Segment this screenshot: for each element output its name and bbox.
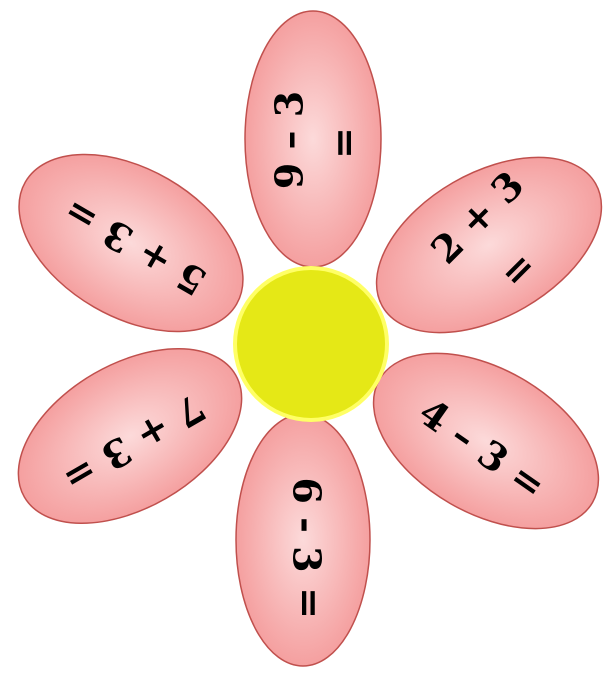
petal-bottom-expression: 6 - 3 xyxy=(285,477,330,572)
petal-bottom-equals: = xyxy=(288,587,333,619)
petal-top-equals: = xyxy=(321,127,366,159)
flower-center xyxy=(235,268,387,420)
petal-lower-left: 7 + 3 = xyxy=(0,313,272,560)
petal-upper-left: 5 + 3 = xyxy=(0,118,274,368)
petal-top-expression: 9 – 3 xyxy=(267,91,312,189)
petal-bottom: 6 - 3 = xyxy=(236,414,370,666)
petal-top: 9 – 3 = xyxy=(245,11,381,267)
